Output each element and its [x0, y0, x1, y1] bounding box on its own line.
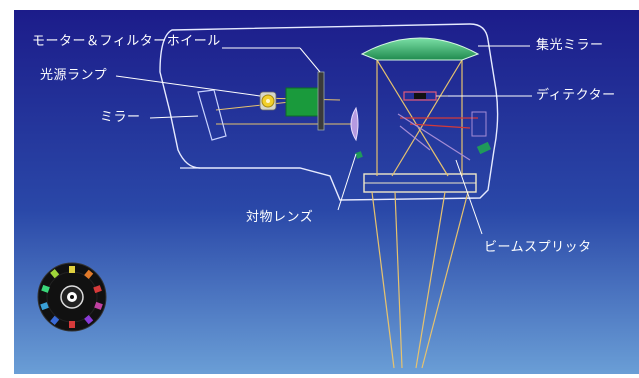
label-detector: ディテクター	[536, 88, 616, 103]
label-beam-splitter: ビームスプリッタ	[484, 240, 592, 255]
small-green-mirror-left	[355, 151, 363, 159]
label-mirror: ミラー	[100, 110, 141, 125]
beam-splitter	[471, 111, 487, 137]
leader-lines	[115, 45, 532, 235]
red-beam	[400, 117, 478, 129]
small-green-mirror-right	[476, 141, 492, 155]
label-objective-lens: 対物レンズ	[246, 210, 314, 225]
violet-beam	[397, 113, 471, 161]
background-panel	[14, 10, 639, 374]
collecting-mirror	[360, 37, 480, 61]
motor-filter-wheel	[285, 71, 325, 131]
label-light-source: 光源ランプ	[40, 68, 108, 83]
objective-lens	[350, 106, 359, 142]
left-mirror	[197, 89, 227, 141]
instrument-housing-outline	[159, 23, 499, 201]
light-source-lamp	[259, 91, 277, 111]
detector	[403, 91, 448, 101]
filter-wheel-icon	[37, 262, 107, 332]
label-motor-filter-wheel: モーター＆フィルターホイール	[32, 34, 221, 49]
optical-beams	[371, 59, 469, 369]
label-collecting-mirror: 集光ミラー	[536, 38, 604, 53]
